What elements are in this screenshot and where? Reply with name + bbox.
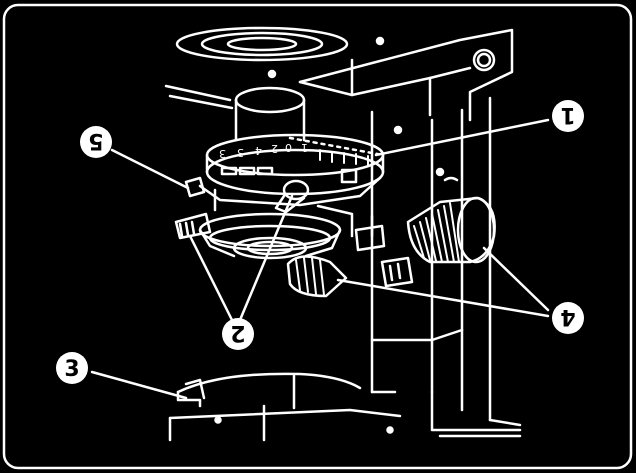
lamp-base xyxy=(168,372,402,442)
focus-knobs xyxy=(286,196,496,298)
leader-2b xyxy=(238,194,294,322)
callout-3-label: 3 xyxy=(64,357,79,382)
callout-4-label: 4 xyxy=(560,304,575,329)
callout-3: 3 xyxy=(56,352,88,384)
scale-mark: 0 xyxy=(285,141,292,154)
leader-4a xyxy=(482,246,550,312)
scale-mark: 4 xyxy=(255,144,262,157)
scale-mark: 3 xyxy=(219,147,226,160)
callout-2-label: 2 xyxy=(230,320,245,345)
callout-5-label: 5 xyxy=(88,128,103,153)
dial-scale: 3 3 4 2 0 1 xyxy=(219,141,308,160)
leader-1 xyxy=(374,118,550,157)
condenser-turret xyxy=(164,84,386,260)
callout-2: 2 xyxy=(222,318,254,350)
microscope-arm xyxy=(175,26,522,438)
scale-mark: 2 xyxy=(271,142,278,155)
callout-1: 1 xyxy=(552,100,584,132)
frame-border xyxy=(2,3,633,470)
leader-3 xyxy=(90,370,188,400)
leader-4b xyxy=(336,278,550,318)
callout-4: 4 xyxy=(552,302,584,334)
scale-mark: 1 xyxy=(301,141,308,154)
scale-mark: 3 xyxy=(237,146,244,159)
leader-5 xyxy=(110,148,190,190)
leader-2a xyxy=(188,234,234,322)
callout-5: 5 xyxy=(80,126,112,158)
leader-lines xyxy=(90,118,550,400)
callout-1-label: 1 xyxy=(560,102,575,127)
